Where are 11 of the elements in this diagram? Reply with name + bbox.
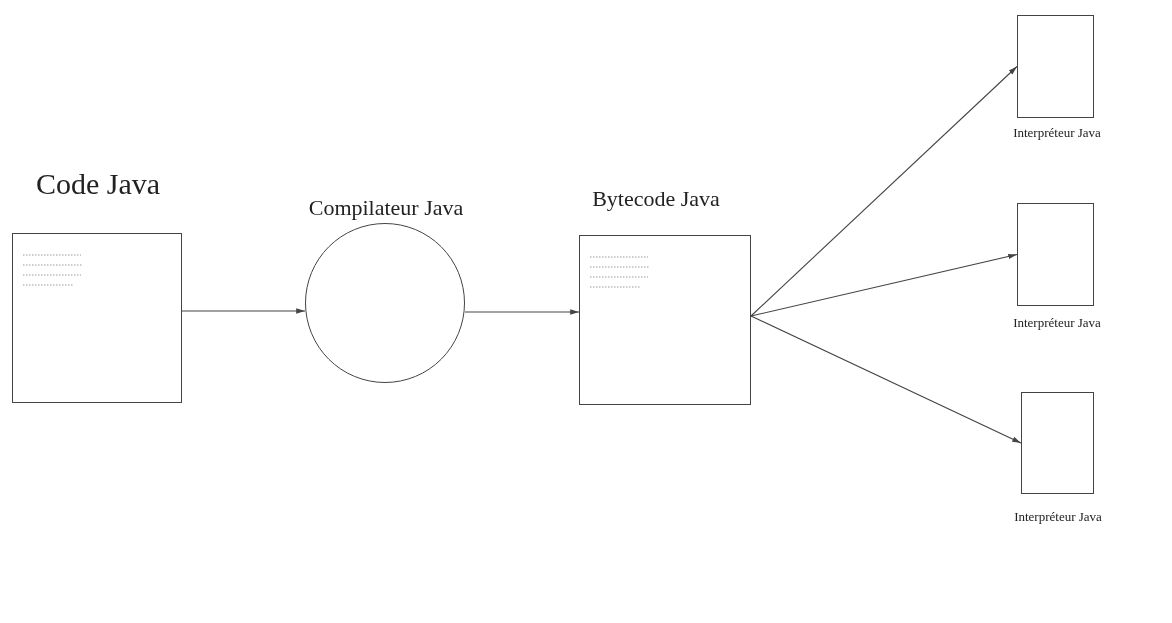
arrow [464,309,580,315]
arrow [750,65,1018,317]
arrow [750,253,1018,317]
node-label: Compilateur Java [308,195,464,221]
node-label: Bytecode Java [592,186,720,212]
arrow [181,308,306,314]
node-label: Code Java [35,167,161,201]
node-label: Interpréteur Java [1014,509,1102,525]
arrow [750,315,1022,444]
node-label: Interpréteur Java [1013,315,1101,331]
node-label: Interpréteur Java [1013,125,1101,141]
